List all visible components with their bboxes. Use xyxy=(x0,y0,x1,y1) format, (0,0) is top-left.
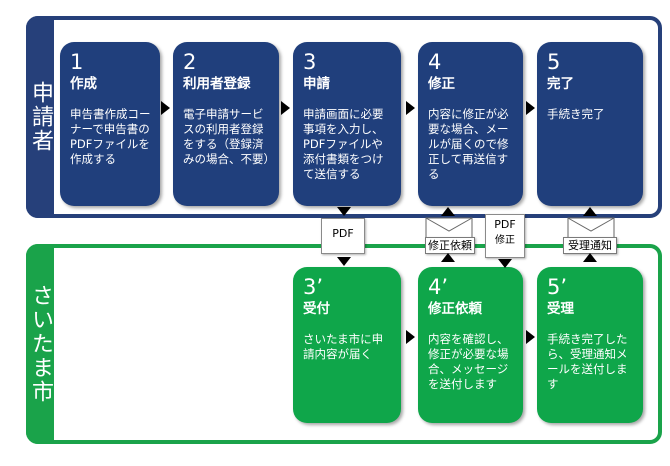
arrow-right-icon xyxy=(161,101,170,115)
step-number: 2 xyxy=(183,50,197,74)
step-number: 4’ xyxy=(428,275,449,299)
step-4-fix: 4 修正 内容に修正が必要な場合、メールが届くので修正して再送信する xyxy=(418,42,523,206)
step-title: 完了 xyxy=(547,76,574,92)
city-lane-label: さいたま市 xyxy=(26,244,54,444)
arrow-up-icon xyxy=(441,253,455,262)
applicant-lane-label: 申請者 xyxy=(26,16,54,218)
step-title: 受理 xyxy=(547,301,574,317)
step-number: 1 xyxy=(70,50,84,74)
step-title: 受付 xyxy=(303,301,330,317)
arrow-right-icon xyxy=(526,330,535,344)
step-3-apply: 3 申請 申請画面に必要事項を入力し、PDFファイルや添付書類をつけて送信する xyxy=(293,42,401,206)
step-description: 申請画面に必要事項を入力し、PDFファイルや添付書類をつけて送信する xyxy=(303,107,384,181)
arrow-down-icon xyxy=(498,259,512,268)
step-5-complete: 5 完了 手続き完了 xyxy=(537,42,643,206)
step-description: 申告書作成コーナーで申告書のPDFファイルを作成する xyxy=(70,107,151,166)
arrow-right-icon xyxy=(526,101,535,115)
pdf-document-icon: PDF xyxy=(321,218,365,254)
correction-label: 修正 xyxy=(495,235,515,246)
step-3p-receive: 3’ 受付 さいたま市に申請内容が届く xyxy=(293,267,401,423)
step-title: 申請 xyxy=(303,76,330,92)
step-description: 内容を確認し、修正が必要な場合、メッセージを送付します xyxy=(428,332,509,391)
arrow-right-icon xyxy=(281,101,290,115)
arrow-down-icon xyxy=(337,257,351,266)
arrow-up-icon xyxy=(441,207,455,216)
step-description: さいたま市に申請内容が届く xyxy=(303,332,384,361)
step-description: 手続き完了 xyxy=(547,107,605,121)
arrow-up-icon xyxy=(583,207,597,216)
pdf-label: PDF xyxy=(494,218,516,231)
step-title: 利用者登録 xyxy=(183,76,251,92)
step-title: 修正依頼 xyxy=(428,301,482,317)
step-description: 電子申請サービスの利用者登録をする（登録済みの場合、不要） xyxy=(183,107,275,166)
arrow-right-icon xyxy=(406,330,415,344)
envelope-icon xyxy=(567,217,615,239)
step-description: 内容に修正が必要な場合、メールが届くので修正して再送信する xyxy=(428,107,509,181)
step-5p-accept: 5’ 受理 手続き完了したら、受理通知メールを送付します xyxy=(537,267,643,423)
step-number: 4 xyxy=(428,50,442,74)
envelope-icon xyxy=(425,217,473,239)
step-number: 5’ xyxy=(547,275,568,299)
step-number: 3’ xyxy=(303,275,324,299)
step-4p-fix-request: 4’ 修正依頼 内容を確認し、修正が必要な場合、メッセージを送付します xyxy=(418,267,523,423)
acceptance-notice-label: 受理通知 xyxy=(563,237,617,254)
pdf-correction-document-icon: PDF 修正 xyxy=(485,214,525,258)
step-title: 作成 xyxy=(70,76,97,92)
step-title: 修正 xyxy=(428,76,455,92)
step-description: 手続き完了したら、受理通知メールを送付します xyxy=(547,332,628,391)
step-2-register: 2 利用者登録 電子申請サービスの利用者登録をする（登録済みの場合、不要） xyxy=(173,42,279,206)
step-number: 3 xyxy=(303,50,317,74)
step-1-create: 1 作成 申告書作成コーナーで申告書のPDFファイルを作成する xyxy=(60,42,160,206)
correction-request-label: 修正依頼 xyxy=(425,237,475,254)
arrow-right-icon xyxy=(406,101,415,115)
arrow-up-icon xyxy=(583,253,597,262)
step-number: 5 xyxy=(547,50,561,74)
arrow-down-icon xyxy=(337,207,351,216)
pdf-label: PDF xyxy=(332,227,354,240)
